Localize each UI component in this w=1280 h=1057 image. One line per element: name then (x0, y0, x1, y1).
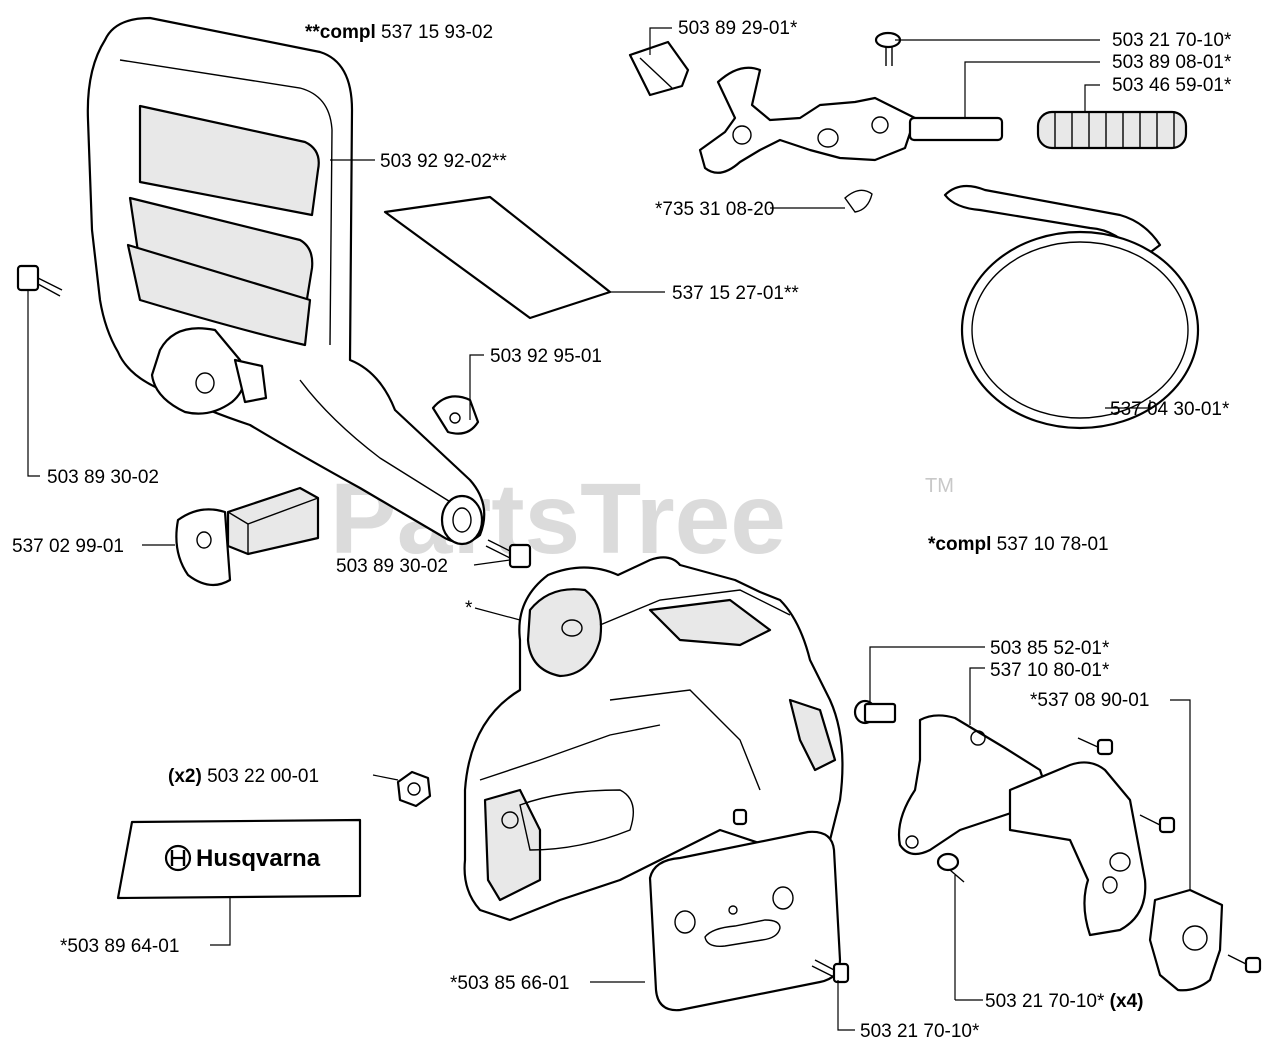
label-503-21-70-10-bottom: 503 21 70-10* (860, 1021, 980, 1042)
label-compl-537-15-93-02: **compl 537 15 93-02 (305, 22, 493, 43)
brake-band (943, 184, 1200, 430)
brake-spring-rod (908, 116, 1004, 142)
screw-left (16, 264, 63, 297)
pivot-pin (628, 40, 690, 97)
label-735-31-08-20: *735 31 08-20 (655, 199, 774, 220)
leader-lines (27, 27, 1191, 1031)
part-labels: **compl 537 15 93-02 503 92 92-02** 537 … (12, 18, 1232, 1042)
label-503-89-64-01: *503 89 64-01 (60, 936, 179, 957)
spacer-cam (175, 486, 320, 587)
label-503-85-52-01: 503 85 52-01* (990, 638, 1110, 659)
label-503-89-30-02-a: 503 89 30-02 (47, 467, 159, 488)
label-537-15-27-01: 537 15 27-01** (672, 283, 799, 304)
chain-catcher (1148, 888, 1224, 992)
guide-plate (648, 830, 842, 1012)
brand-logo-text: Husqvarna (196, 845, 321, 872)
screw-top (874, 31, 902, 66)
label-503-22-00-01: (x2) 503 22 00-01 (168, 766, 319, 787)
label-537-02-99-01: 537 02 99-01 (12, 536, 124, 557)
label-compl-537-10-78-01: *compl 537 10 78-01 (928, 534, 1109, 555)
brake-cam (150, 327, 268, 415)
bar-cover-large (1008, 761, 1147, 937)
stud-bolt (853, 699, 897, 725)
label-503-92-95-01: 503 92 95-01 (490, 346, 602, 367)
screw-guard (485, 539, 532, 569)
screw-plate (811, 959, 850, 984)
bar-cover-small (897, 714, 1052, 856)
label-537-04-30-01: 537 04 30-01* (1110, 399, 1230, 420)
label-503-85-66-01: *503 85 66-01 (450, 973, 569, 994)
brake-spring (1036, 110, 1188, 150)
small-clip (431, 395, 480, 435)
label-asterisk: * (465, 598, 473, 619)
label-503-46-59-01: 503 46 59-01* (1112, 75, 1232, 96)
label-537-10-80-01: 537 10 80-01* (990, 660, 1110, 681)
hand-guard (86, 16, 486, 546)
retaining-clip (844, 189, 873, 213)
label-503-89-29-01: 503 89 29-01* (678, 18, 798, 39)
decal-sheet (383, 195, 612, 320)
screws-right (936, 737, 1262, 974)
label-537-08-90-01: *537 08 90-01 (1030, 690, 1149, 711)
clutch-cover (463, 556, 844, 922)
label-503-89-30-02-b: 503 89 30-02 (336, 556, 448, 577)
label-503-89-08-01: 503 89 08-01* (1112, 52, 1232, 73)
watermark-tm: TM (925, 475, 954, 497)
brand-decal: Husqvarna (116, 818, 362, 900)
label-503-21-70-10-x4: 503 21 70-10* (x4) (985, 991, 1143, 1012)
label-503-92-92-02: 503 92 92-02** (380, 151, 507, 172)
brake-lever (698, 66, 917, 174)
nut (396, 770, 432, 808)
label-503-21-70-10-top: 503 21 70-10* (1112, 30, 1232, 51)
